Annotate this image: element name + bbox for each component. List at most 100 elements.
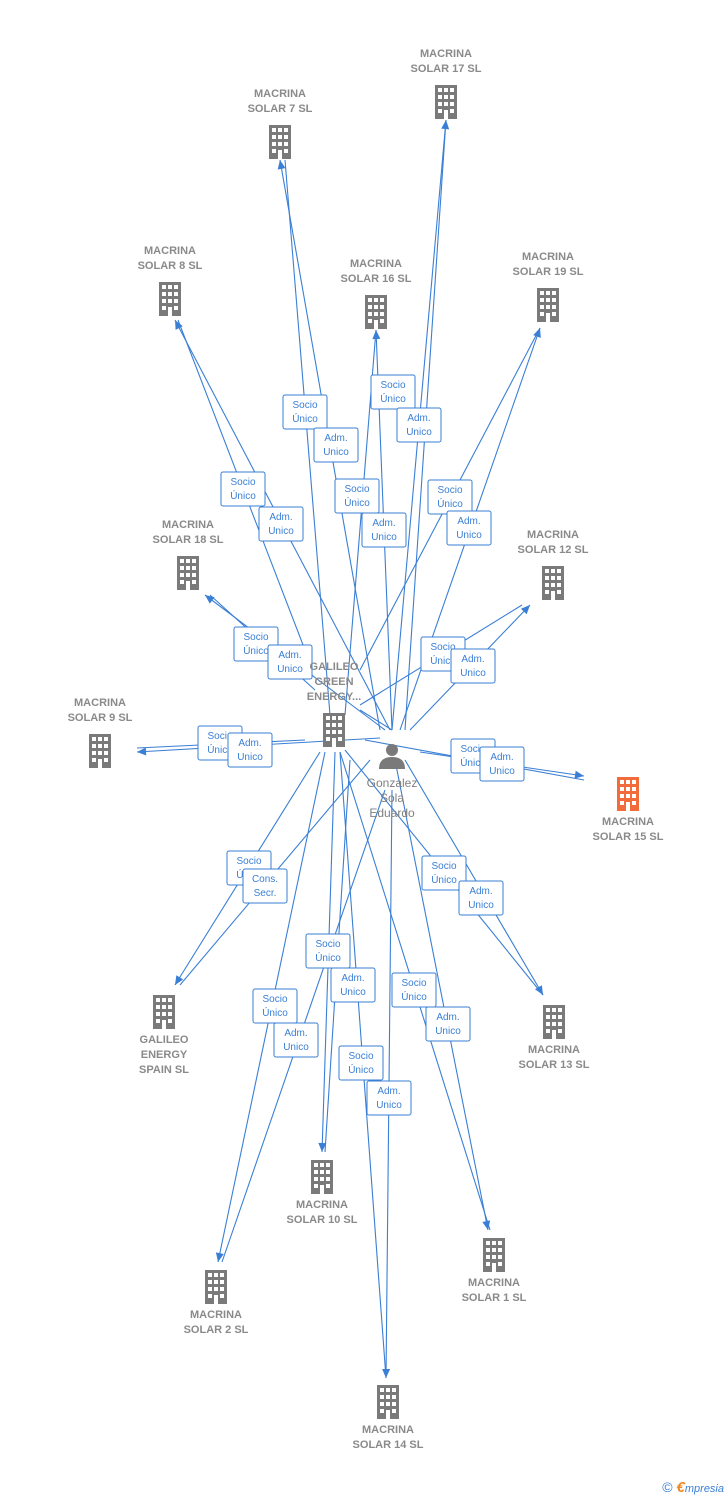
building-icon — [365, 295, 387, 329]
node-label: SOLAR 9 SL — [68, 712, 133, 724]
brand-logo[interactable]: €mpresia — [677, 1479, 724, 1496]
node-label: SOLAR 8 SL — [138, 260, 203, 272]
node-ggreen[interactable]: GALILEOGREENENERGY... — [307, 661, 361, 747]
relation-label-box — [313, 427, 359, 463]
relation-label[interactable]: Cons.Secr. — [242, 868, 288, 904]
relation-label-text: Socio — [437, 485, 462, 496]
relation-label-box — [267, 644, 313, 680]
building-icon — [89, 734, 111, 768]
relation-label-box — [338, 1045, 384, 1081]
relation-label[interactable]: Adm. Unico — [425, 1006, 471, 1042]
relation-label-text: Adm. — [324, 433, 347, 444]
relation-label-text: Unico — [460, 668, 486, 679]
relation-edge — [284, 159, 331, 716]
relation-label[interactable]: Adm.Unico — [258, 506, 304, 542]
relation-label[interactable]: Adm. Unico — [396, 407, 442, 443]
relation-label[interactable]: Adm.Unico — [227, 732, 273, 768]
node-label: MACRINA — [296, 1199, 348, 1211]
relation-label-text: Único — [430, 654, 456, 667]
relation-label-box — [421, 855, 467, 891]
building-icon — [483, 1238, 505, 1272]
edge-arrowhead — [175, 975, 184, 985]
node-label: GALILEO — [140, 1034, 189, 1046]
node-label: MACRINA — [527, 529, 579, 541]
node-label: SOLAR 12 SL — [518, 544, 589, 556]
relation-label-text: Unico — [340, 987, 366, 998]
relation-label[interactable]: Adm.Unico — [450, 648, 496, 684]
node-label: SPAIN SL — [139, 1064, 189, 1076]
relation-label-box — [273, 1022, 319, 1058]
relation-label[interactable]: Adm. Unico — [330, 967, 376, 1003]
relation-label-text: Unico — [406, 427, 432, 438]
relation-label-box — [396, 407, 442, 443]
relation-edge — [359, 709, 393, 731]
relation-label[interactable]: Adm.Unico — [313, 427, 359, 463]
relation-label[interactable]: Adm.Unico — [361, 512, 407, 548]
node-label: GREEN — [314, 676, 353, 688]
node-ms12[interactable]: MACRINA SOLAR 12 SL — [518, 529, 589, 600]
relation-label-text: Adm. — [341, 973, 364, 984]
relation-label[interactable]: Adm.Unico — [366, 1080, 412, 1116]
relation-label-text: Unico — [456, 530, 482, 541]
relation-label[interactable]: Adm.Unico — [267, 644, 313, 680]
node-label: MACRINA — [468, 1277, 520, 1289]
relation-label-text: Único — [207, 743, 233, 756]
relation-label[interactable]: Adm.Unico — [479, 746, 525, 782]
node-label: Eduardo — [369, 806, 415, 820]
node-label: MACRINA — [522, 251, 574, 263]
building-icon — [153, 995, 175, 1029]
relation-label[interactable]: Adm.Unico — [458, 880, 504, 916]
relation-label-text: Unico — [435, 1026, 461, 1037]
building-icon — [617, 777, 639, 811]
node-label: SOLAR 15 SL — [593, 831, 664, 843]
relation-label-text: Unico — [468, 900, 494, 911]
relation-label-text: Adm. — [407, 413, 430, 424]
relation-label-text: Adm. — [278, 650, 301, 661]
relation-label-text: Socio — [243, 632, 268, 643]
relation-label-text: Único — [437, 497, 463, 510]
person-icon — [379, 744, 405, 769]
relation-label-text: Socio — [262, 994, 287, 1005]
relation-label-text: Cons. — [252, 874, 278, 885]
relation-label-text: Adm. — [436, 1012, 459, 1023]
relation-label[interactable]: Adm.Unico — [273, 1022, 319, 1058]
building-icon — [205, 1270, 227, 1304]
node-label: SOLAR 14 SL — [353, 1439, 424, 1451]
relation-label-text: Adm. — [490, 752, 513, 763]
building-icon — [159, 282, 181, 316]
building-icon — [537, 288, 559, 322]
relation-label[interactable]: Adm.Unico — [446, 510, 492, 546]
relation-label-text: Único — [315, 951, 341, 964]
node-label: Gonzalez — [367, 776, 418, 790]
building-icon — [542, 566, 564, 600]
relation-label-box — [242, 868, 288, 904]
relation-label-text: Socio — [430, 642, 455, 653]
